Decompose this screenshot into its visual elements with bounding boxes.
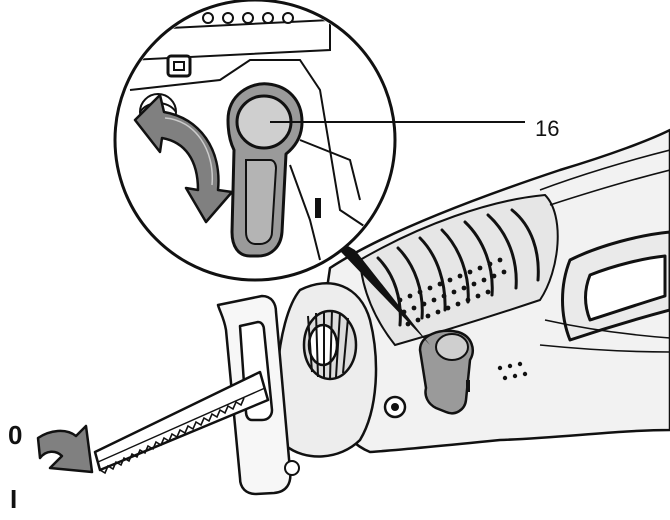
position-off-label: 0 bbox=[8, 420, 23, 450]
vent-dots bbox=[397, 257, 528, 381]
housing-panel bbox=[561, 230, 670, 342]
housing-lines bbox=[539, 149, 670, 353]
power-switch bbox=[418, 329, 474, 415]
magnifier-pointer bbox=[320, 230, 430, 345]
front-screw-center bbox=[391, 403, 399, 411]
saw-blade bbox=[93, 370, 270, 475]
switch-direction-arrow bbox=[36, 424, 94, 474]
lever-knob bbox=[226, 82, 304, 258]
grip-area bbox=[358, 193, 559, 347]
callout-label-16: 16 bbox=[535, 116, 560, 141]
magnifier-circle bbox=[113, 0, 397, 282]
shoe-screw bbox=[284, 460, 300, 476]
position-on-label: I bbox=[10, 484, 18, 514]
chuck-collar bbox=[302, 309, 358, 381]
grip-ribs bbox=[376, 208, 540, 327]
